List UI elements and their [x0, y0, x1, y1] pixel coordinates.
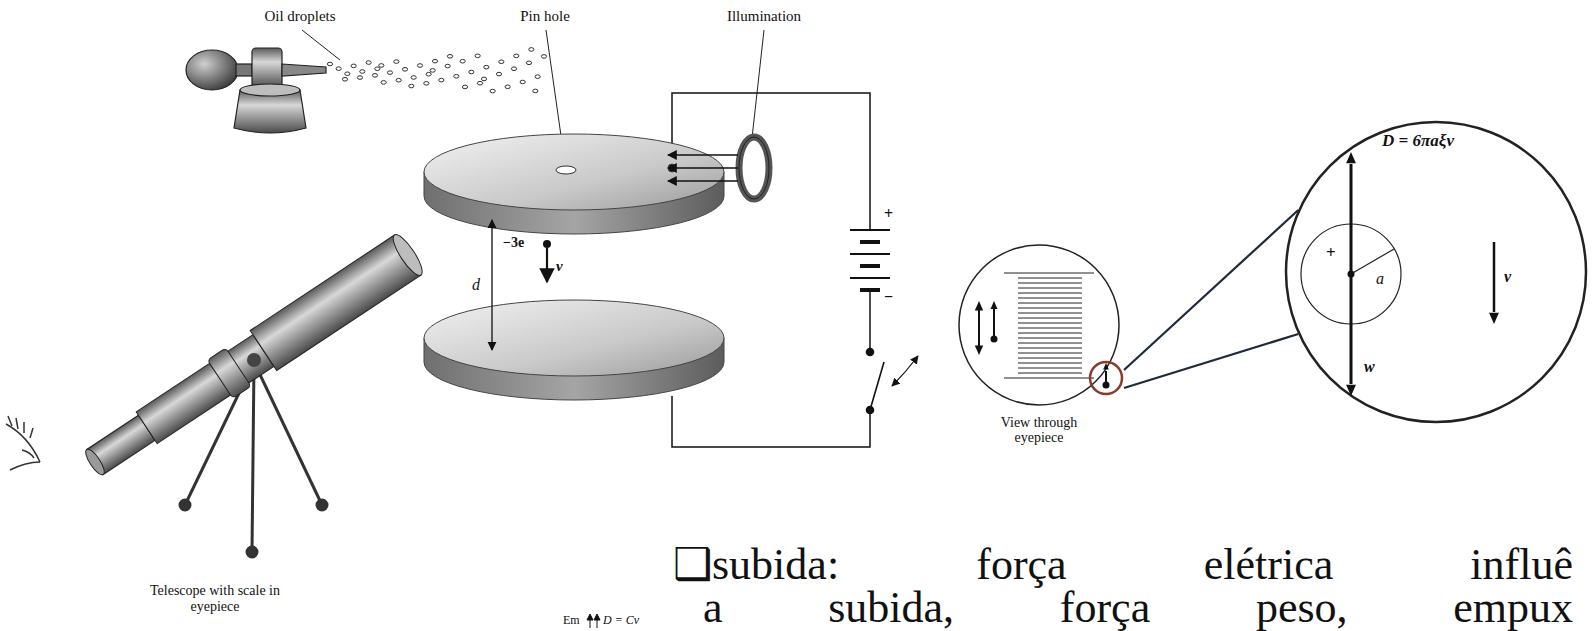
- oil-droplet: [529, 48, 534, 52]
- oil-droplet: [432, 59, 437, 63]
- oil-droplet: [342, 77, 347, 81]
- oil-droplet: [477, 81, 482, 85]
- bottom-plate: [424, 300, 724, 400]
- dimension-label: d: [472, 276, 480, 294]
- battery-symbol: [850, 230, 890, 290]
- oil-droplet: [409, 84, 414, 88]
- drag-formula: D = 6πaξv: [1382, 132, 1454, 151]
- magnified-droplet: D = 6πaξv + a v w: [1284, 120, 1588, 424]
- oil-droplet: [439, 78, 444, 82]
- oil-droplet: [375, 67, 380, 71]
- leader-line: [1124, 334, 1298, 388]
- oil-droplet: [475, 54, 480, 58]
- charge-label: −3e: [503, 235, 524, 251]
- oil-droplet: [520, 80, 525, 84]
- oil-droplet: [417, 64, 422, 68]
- telescope: [78, 231, 427, 485]
- oil-droplet: [396, 78, 401, 82]
- observer-eye: [6, 416, 40, 470]
- slide-text: a subida, força peso, empux: [703, 586, 1573, 630]
- polarity-sign: −: [884, 288, 893, 306]
- charged-droplet: [543, 240, 551, 282]
- oil-droplet: [484, 65, 489, 69]
- part-label: Illumination: [714, 8, 814, 25]
- slide-text: ❑subida: força elétrica influê: [673, 543, 1573, 587]
- oil-droplet: [447, 54, 452, 58]
- switch-symbol: [867, 349, 919, 414]
- oil-droplet: [394, 60, 399, 64]
- oil-droplet: [541, 55, 546, 59]
- axis-label: Em: [563, 614, 580, 628]
- oil-droplet: [454, 75, 459, 79]
- oil-spray: [327, 48, 546, 93]
- oil-droplet: [505, 85, 510, 89]
- oil-droplet: [372, 74, 377, 78]
- oil-droplet: [379, 64, 384, 68]
- oil-droplet: [366, 61, 371, 65]
- oil-droplet: [526, 61, 531, 65]
- oil-droplet: [462, 85, 467, 89]
- oil-droplet: [533, 89, 538, 93]
- oil-droplet: [514, 54, 519, 58]
- weight-label: w: [1364, 358, 1375, 376]
- light-rays: [668, 155, 738, 181]
- oil-droplet: [469, 70, 474, 74]
- oil-droplet: [336, 67, 341, 71]
- part-label: Telescope with scale in eyepiece: [140, 583, 290, 615]
- oil-droplet: [387, 71, 392, 75]
- tripod-head: [247, 353, 261, 367]
- oil-droplet: [345, 72, 350, 76]
- top-plate: [424, 134, 724, 234]
- force-arrows: [587, 614, 600, 628]
- oil-droplet: [496, 72, 501, 76]
- separation-arrow: [491, 220, 492, 350]
- velocity-label: v: [1504, 268, 1511, 286]
- oil-droplet: [351, 64, 356, 68]
- formula-label: D = Cv: [603, 614, 639, 628]
- radius-label: a: [1376, 270, 1384, 288]
- oil-droplet: [360, 70, 365, 74]
- oil-droplet: [490, 89, 495, 93]
- polarity-sign: +: [884, 205, 893, 223]
- oil-droplet: [327, 62, 332, 66]
- oil-droplet: [357, 76, 362, 80]
- view-caption: View through eyepiece: [984, 415, 1094, 446]
- illumination-lens: [739, 137, 769, 199]
- oil-droplet: [511, 67, 516, 71]
- oil-droplet: [381, 81, 386, 85]
- part-label: Oil droplets: [250, 8, 350, 25]
- leader-line: [1124, 210, 1298, 370]
- atomizer: [186, 48, 326, 133]
- eyepiece-circle: [954, 243, 1124, 413]
- circuit-wire: [672, 93, 870, 447]
- part-label: Pin hole: [500, 8, 590, 25]
- oil-droplet: [430, 69, 435, 73]
- oil-droplet: [481, 77, 486, 81]
- magnified-circle: [1284, 120, 1588, 424]
- oil-droplet: [411, 76, 416, 80]
- oil-droplet: [535, 75, 540, 79]
- velocity-label: v: [556, 258, 563, 275]
- eyepiece-view: View through eyepiece: [954, 243, 1124, 450]
- oil-droplet: [424, 82, 429, 86]
- oil-droplet: [445, 64, 450, 68]
- charge-sign: +: [1326, 244, 1336, 263]
- oil-droplet: [402, 68, 407, 72]
- oil-droplet: [499, 60, 504, 64]
- oil-droplet: [426, 72, 431, 76]
- oil-droplet: [460, 59, 465, 63]
